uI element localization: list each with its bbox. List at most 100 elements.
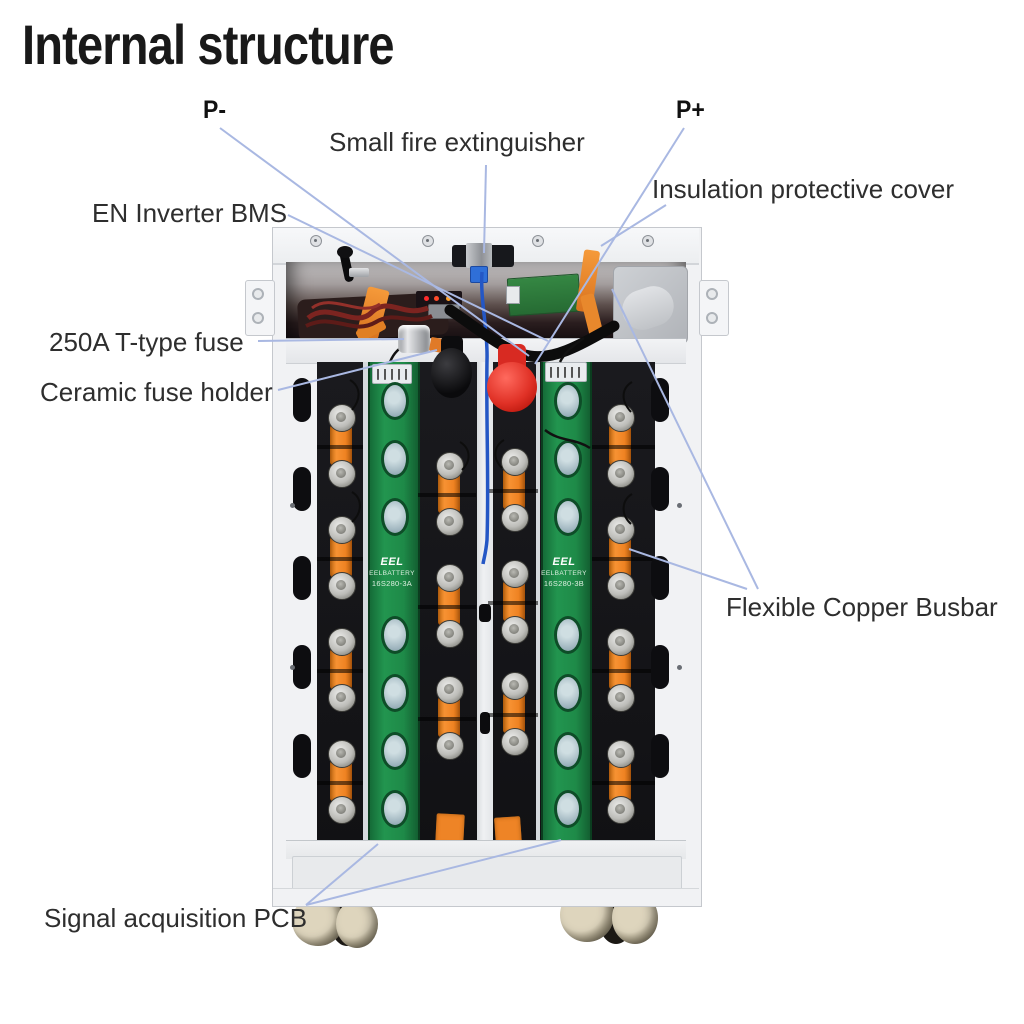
module-seam (592, 445, 655, 449)
base-front-lip (273, 888, 699, 905)
battery-terminal (607, 740, 635, 768)
screw-dot (290, 665, 295, 670)
label-inverter-bms: EN Inverter BMS (92, 198, 288, 228)
label-t-fuse: 250A T-type fuse (49, 327, 244, 357)
battery-terminal (607, 796, 635, 824)
module-seam (488, 489, 538, 493)
vent-slot (651, 378, 669, 422)
pcb-oval-window (381, 674, 409, 712)
battery-terminal (328, 404, 356, 432)
module-seam (317, 557, 363, 561)
battery-terminal (501, 616, 529, 644)
label-signal-pcb: Signal acquisition PCB (44, 903, 308, 933)
tab-hole (706, 288, 718, 300)
pcb-oval-window (381, 732, 409, 770)
pcb-oval-window (381, 382, 409, 420)
screw-center (425, 238, 429, 242)
label-copper-busbar: Flexible Copper Busbar (726, 592, 998, 622)
vent-slot (651, 556, 669, 600)
battery-terminal (607, 516, 635, 544)
screw-center (645, 238, 649, 242)
battery-terminal (501, 560, 529, 588)
battery-terminal (436, 452, 464, 480)
vent-slot (293, 734, 311, 778)
battery-terminal (607, 460, 635, 488)
pcb-logo: EEL (380, 556, 404, 568)
module-seam (418, 493, 476, 497)
base-recess (292, 856, 682, 890)
module-seam (488, 713, 538, 717)
battery-terminal (501, 448, 529, 476)
module-seam (418, 717, 476, 721)
battery-terminal (328, 572, 356, 600)
battery-terminal (328, 684, 356, 712)
screw-dot (677, 503, 682, 508)
battery-terminal (436, 508, 464, 536)
battery-terminal (436, 676, 464, 704)
battery-terminal (328, 796, 356, 824)
vent-slot (651, 467, 669, 511)
p-plus-red-cap (487, 362, 537, 412)
pcb-oval-window (381, 440, 409, 478)
vent-slot (293, 556, 311, 600)
pcb-brand: EELBATTERY (369, 570, 415, 577)
label-fuse-holder: Ceramic fuse holder (40, 377, 273, 407)
battery-terminal (436, 564, 464, 592)
battery-terminal (607, 404, 635, 432)
tab-hole (252, 288, 264, 300)
battery-terminal (328, 740, 356, 768)
module-seam (592, 557, 655, 561)
battery-terminal (607, 572, 635, 600)
tray-divider (363, 362, 368, 846)
pcb-oval-window (554, 498, 582, 536)
page-title: Internal structure (22, 13, 395, 76)
vent-slot (651, 645, 669, 689)
pcb-oval-window (554, 790, 582, 828)
label-p-minus: P- (203, 96, 226, 124)
pcb-logo: EEL (552, 556, 576, 568)
divider-slot (480, 712, 490, 734)
pcb-model: 16S280-3A (371, 579, 413, 588)
screw-center (313, 238, 317, 242)
tab-hole (706, 312, 718, 324)
pcb-model: 16S280-3B (543, 579, 585, 588)
battery-terminal (501, 728, 529, 756)
pcb-oval-window (381, 790, 409, 828)
tray-divider (536, 362, 540, 846)
vent-slot (293, 467, 311, 511)
battery-terminal (501, 672, 529, 700)
battery-terminal (328, 460, 356, 488)
ceramic-fuse-holder-cap (431, 348, 472, 398)
pcb-oval-window (554, 616, 582, 654)
module-seam (418, 605, 476, 609)
pcb-oval-window (554, 382, 582, 420)
pcb-oval-window (381, 616, 409, 654)
screw-center (535, 238, 539, 242)
pcb-connector (545, 362, 587, 382)
pcb-oval-window (554, 674, 582, 712)
label-p-plus: P+ (676, 96, 705, 124)
battery-terminal (607, 684, 635, 712)
screw-dot (677, 665, 682, 670)
pcb-oval-window (381, 498, 409, 536)
module-seam (317, 445, 363, 449)
battery-terminal (501, 504, 529, 532)
module-seam (317, 669, 363, 673)
vent-slot (293, 378, 311, 422)
vent-slot (651, 734, 669, 778)
battery-terminal (328, 516, 356, 544)
pcb-oval-window (554, 440, 582, 478)
caster-wheel (336, 900, 378, 948)
module-seam (488, 601, 538, 605)
label-insulation-cover: Insulation protective cover (652, 174, 955, 204)
tab-hole (252, 312, 264, 324)
pcb-silkscreen-right: EEL EELBATTERY 16S280-3B (540, 556, 588, 588)
screw-dot (290, 503, 295, 508)
battery-terminal (328, 628, 356, 656)
battery-terminal (436, 732, 464, 760)
module-seam (317, 781, 363, 785)
pcb-silkscreen-left: EEL EELBATTERY 16S280-3A (368, 556, 416, 588)
label-fire-extinguisher: Small fire extinguisher (329, 127, 585, 157)
t-type-fuse (398, 325, 430, 353)
